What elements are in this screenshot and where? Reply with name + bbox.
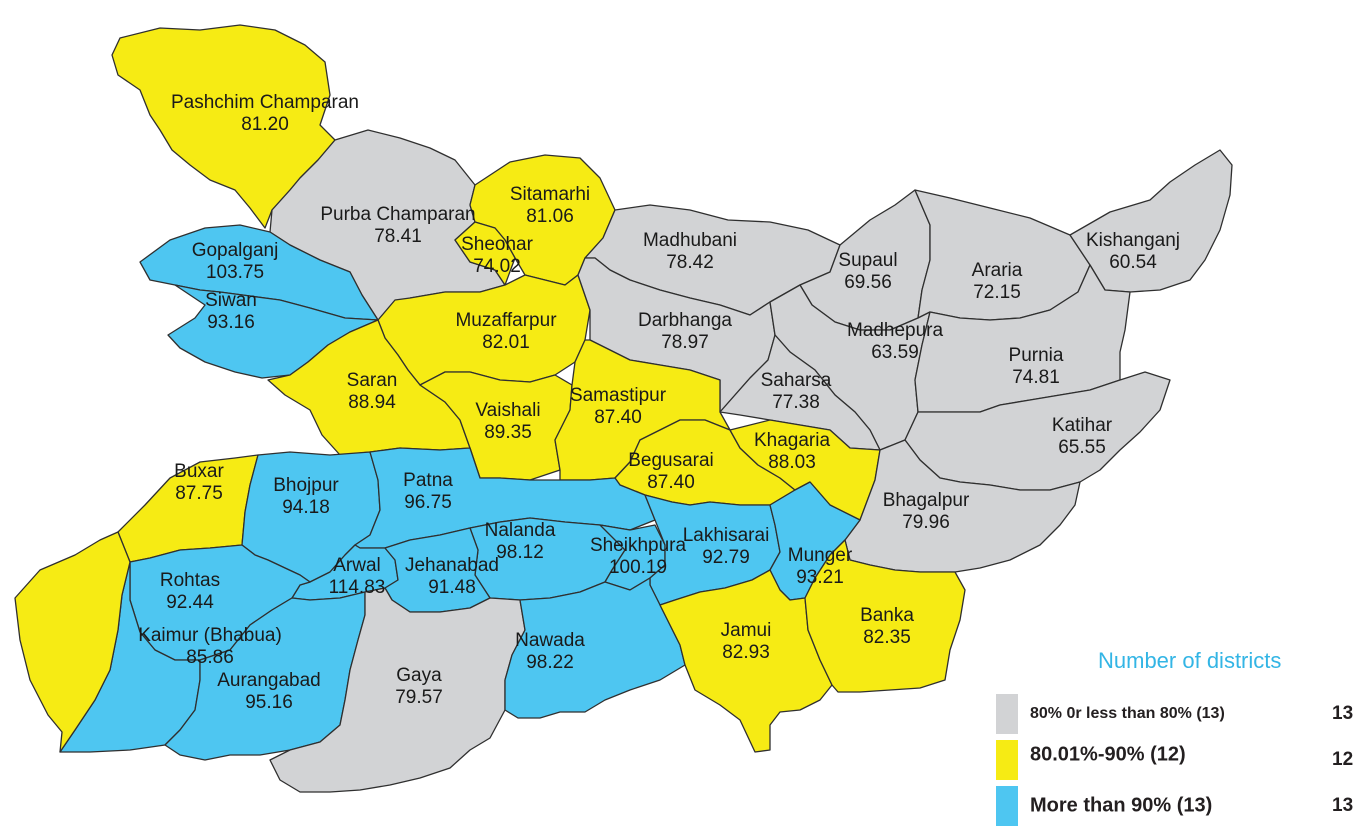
- district-name-kishanganj: Kishanganj: [1086, 230, 1180, 251]
- district-name-purnia: Purnia: [1009, 345, 1064, 366]
- legend-item-low: 80% 0r less than 80% (13) 13: [996, 694, 1356, 734]
- district-value-purba-champaran: 78.41: [374, 226, 422, 247]
- district-kaimur-west: [14, 531, 131, 753]
- district-name-nawada: Nawada: [515, 630, 585, 651]
- district-value-jamui: 82.93: [722, 642, 770, 663]
- district-name-pashchim-champaran: Pashchim Champaran: [171, 92, 359, 113]
- district-name-munger: Munger: [788, 545, 853, 566]
- district-value-rohtas: 92.44: [166, 592, 214, 613]
- district-sheohar: [454, 221, 516, 286]
- district-value-purnia: 74.81: [1012, 367, 1060, 388]
- district-name-gopalganj: Gopalganj: [192, 240, 279, 261]
- district-value-patna: 96.75: [404, 492, 452, 513]
- district-name-nalanda: Nalanda: [485, 520, 556, 541]
- legend-title: Number of districts: [1098, 648, 1282, 673]
- district-value-gaya: 79.57: [395, 687, 443, 708]
- district-name-buxar: Buxar: [174, 461, 224, 482]
- district-value-madhepura: 63.59: [871, 342, 919, 363]
- district-value-madhubani: 78.42: [666, 252, 714, 273]
- legend-label-mid: 80.01%-90% (12): [1030, 743, 1186, 766]
- district-name-siwan: Siwan: [205, 290, 257, 311]
- district-value-arwal: 114.83: [329, 577, 386, 598]
- district-name-begusarai: Begusarai: [628, 450, 714, 471]
- district-name-kaimur: Kaimur (Bhabua): [138, 625, 282, 646]
- district-name-bhagalpur: Bhagalpur: [883, 490, 970, 511]
- legend-count-mid: 12: [1332, 749, 1354, 770]
- district-name-lakhisarai: Lakhisarai: [683, 525, 770, 546]
- district-banka: [804, 539, 966, 693]
- legend-swatch-mid: [996, 740, 1018, 780]
- district-value-katihar: 65.55: [1058, 437, 1106, 458]
- legend-swatch-high: [996, 786, 1018, 826]
- district-value-muzaffarpur: 82.01: [482, 332, 530, 353]
- district-value-saran: 88.94: [348, 392, 396, 413]
- district-value-sitamarhi: 81.06: [526, 206, 574, 227]
- district-value-sheikhpura: 100.19: [609, 557, 667, 578]
- district-name-saran: Saran: [347, 370, 398, 391]
- legend-item-high: More than 90% (13) 13: [996, 786, 1356, 826]
- district-name-jamui: Jamui: [721, 620, 772, 641]
- district-name-khagaria: Khagaria: [754, 430, 830, 451]
- district-value-supaul: 69.56: [844, 272, 892, 293]
- district-name-madhubani: Madhubani: [643, 230, 737, 251]
- district-name-araria: Araria: [972, 260, 1023, 281]
- district-name-aurangabad: Aurangabad: [217, 670, 321, 691]
- district-name-rohtas: Rohtas: [160, 570, 220, 591]
- district-nawada: [504, 577, 686, 719]
- district-value-buxar: 87.75: [175, 483, 223, 504]
- district-value-nalanda: 98.12: [496, 542, 544, 563]
- legend-label-low: 80% 0r less than 80% (13): [1030, 705, 1225, 722]
- legend-item-mid: 80.01%-90% (12) 12: [996, 740, 1356, 780]
- district-name-sitamarhi: Sitamarhi: [510, 184, 590, 205]
- district-gaya: [269, 587, 526, 793]
- district-shapes: [14, 24, 1233, 793]
- district-value-lakhisarai: 92.79: [702, 547, 750, 568]
- legend-count-low: 13: [1332, 703, 1354, 724]
- district-value-munger: 93.21: [796, 567, 844, 588]
- district-name-jehanabad: Jehanabad: [405, 555, 499, 576]
- district-name-arwal: Arwal: [333, 555, 381, 576]
- district-name-patna: Patna: [403, 470, 453, 491]
- legend-count-high: 13: [1332, 795, 1354, 816]
- district-name-gaya: Gaya: [396, 665, 442, 686]
- district-name-sheikhpura: Sheikhpura: [590, 535, 687, 556]
- legend-label-high: More than 90% (13): [1030, 794, 1213, 817]
- district-value-nawada: 98.22: [526, 652, 574, 673]
- district-name-samastipur: Samastipur: [570, 385, 667, 406]
- district-value-banka: 82.35: [863, 627, 911, 648]
- district-value-aurangabad: 95.16: [245, 692, 293, 713]
- district-name-darbhanga: Darbhanga: [638, 310, 732, 331]
- district-value-pashchim-champaran: 81.20: [241, 114, 289, 135]
- district-name-saharsa: Saharsa: [761, 370, 832, 391]
- district-value-saharsa: 77.38: [772, 392, 820, 413]
- district-value-darbhanga: 78.97: [661, 332, 709, 353]
- district-value-araria: 72.15: [973, 282, 1021, 303]
- district-name-supaul: Supaul: [838, 250, 897, 271]
- district-name-sheohar: Sheohar: [461, 234, 534, 255]
- legend-swatch-low: [996, 694, 1018, 734]
- district-value-bhojpur: 94.18: [282, 497, 330, 518]
- district-name-bhojpur: Bhojpur: [273, 475, 339, 496]
- district-value-kaimur: 85.86: [186, 647, 234, 668]
- district-value-sheohar: 74.02: [473, 256, 521, 277]
- district-jamui: [659, 569, 833, 753]
- district-name-vaishali: Vaishali: [475, 400, 540, 421]
- district-value-bhagalpur: 79.96: [902, 512, 950, 533]
- district-value-gopalganj: 103.75: [206, 262, 264, 283]
- district-value-samastipur: 87.40: [594, 407, 642, 428]
- district-name-banka: Banka: [860, 605, 914, 626]
- district-value-vaishali: 89.35: [484, 422, 532, 443]
- district-value-kishanganj: 60.54: [1109, 252, 1157, 273]
- district-name-muzaffarpur: Muzaffarpur: [455, 310, 557, 331]
- district-name-madhepura: Madhepura: [847, 320, 944, 341]
- district-name-purba-champaran: Purba Champaran: [320, 204, 475, 225]
- district-value-jehanabad: 91.48: [428, 577, 476, 598]
- district-value-siwan: 93.16: [207, 312, 255, 333]
- district-value-khagaria: 88.03: [768, 452, 816, 473]
- district-value-begusarai: 87.40: [647, 472, 695, 493]
- district-name-katihar: Katihar: [1052, 415, 1113, 436]
